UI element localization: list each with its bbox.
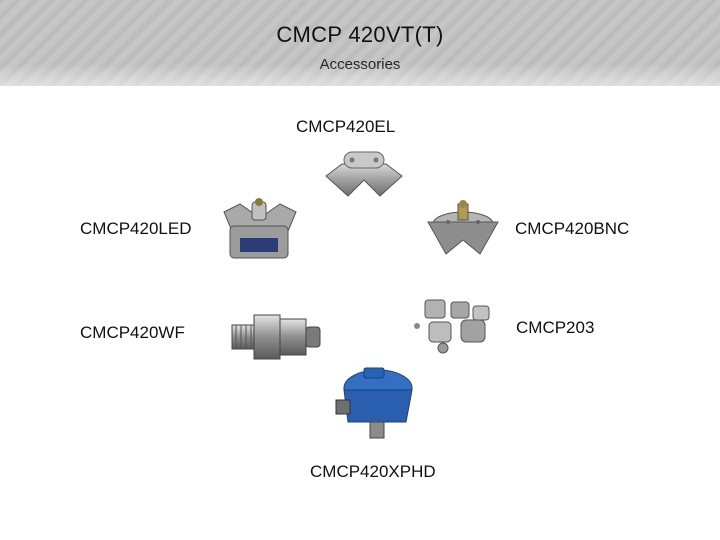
led-junction-box-icon (223, 198, 297, 259)
slide-header: CMCP 420VT(T) Accessories (0, 0, 720, 86)
page-title: CMCP 420VT(T) (276, 22, 444, 47)
label-cmcp420xphd: CMCP420XPHD (310, 462, 436, 481)
page-subtitle: Accessories (319, 56, 401, 73)
label-cmcp420bnc: CMCP420BNC (515, 219, 630, 238)
magnet-bases-icon (414, 299, 490, 354)
bnc-junction-box-icon (427, 200, 499, 255)
label-cmcp420led: CMCP420LED (80, 219, 192, 238)
elbow-fitting-icon (325, 151, 403, 197)
explosion-proof-head-icon (335, 367, 413, 439)
label-cmcp420el: CMCP420EL (296, 117, 396, 136)
cable-gland-icon (231, 314, 321, 360)
label-cmcp420wf: CMCP420WF (80, 323, 185, 342)
label-cmcp203: CMCP203 (516, 318, 595, 337)
